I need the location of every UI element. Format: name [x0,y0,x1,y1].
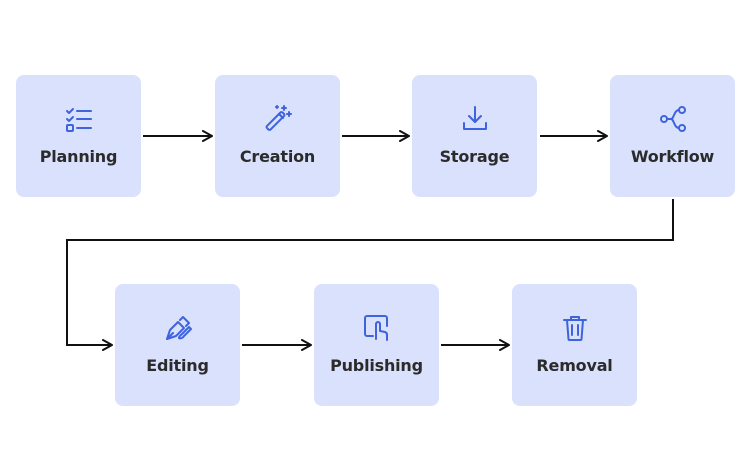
step-editing: Editing [115,284,240,406]
arrow-workflow-editing [66,199,674,351]
step-storage: Storage [412,75,537,197]
step-label: Publishing [330,356,423,375]
step-removal: Removal [512,284,637,406]
step-workflow: Workflow [610,75,735,197]
pen-brush-icon [162,312,194,344]
step-planning: Planning [16,75,141,197]
step-label: Planning [39,147,118,166]
step-label: Workflow [630,147,715,166]
step-label: Removal [536,356,613,375]
trash-icon [559,312,591,344]
step-label: Storage [439,147,510,166]
download-tray-icon [459,103,491,135]
step-creation: Creation [215,75,340,197]
step-label: Editing [146,356,209,375]
magic-wand-icon [262,103,294,135]
step-label: Creation [239,147,316,166]
step-publishing: Publishing [314,284,439,406]
branch-nodes-icon [657,103,689,135]
checklist-icon [63,103,95,135]
tap-screen-icon [361,312,393,344]
